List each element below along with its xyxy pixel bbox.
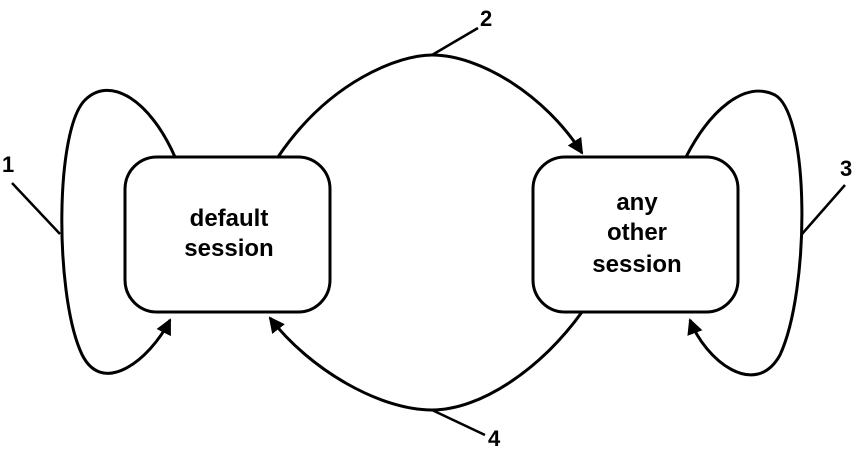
transition-3-loop: [684, 89, 804, 377]
transition-2-leader: [431, 26, 479, 57]
transition-1-leader: [11, 182, 61, 235]
state-other-session: any other session: [531, 155, 740, 314]
transition-4-arc: [268, 311, 584, 412]
state-default-session: default session: [123, 155, 332, 314]
state-other-line-1: any: [616, 189, 658, 216]
transition-1-label: 1: [2, 152, 14, 177]
state-other-line-2: other: [607, 219, 667, 246]
transition-2-label: 2: [480, 6, 492, 31]
transition-2-arc: [276, 53, 584, 158]
transition-4-label: 4: [488, 426, 501, 451]
state-default-line-2: session: [184, 235, 273, 262]
transition-4-leader: [431, 408, 486, 437]
state-default-line-1: default: [190, 205, 269, 232]
transition-3-label: 3: [840, 156, 852, 181]
state-other-line-3: session: [592, 251, 681, 278]
transition-1-loop: [60, 88, 177, 375]
transition-3-leader: [801, 184, 846, 235]
